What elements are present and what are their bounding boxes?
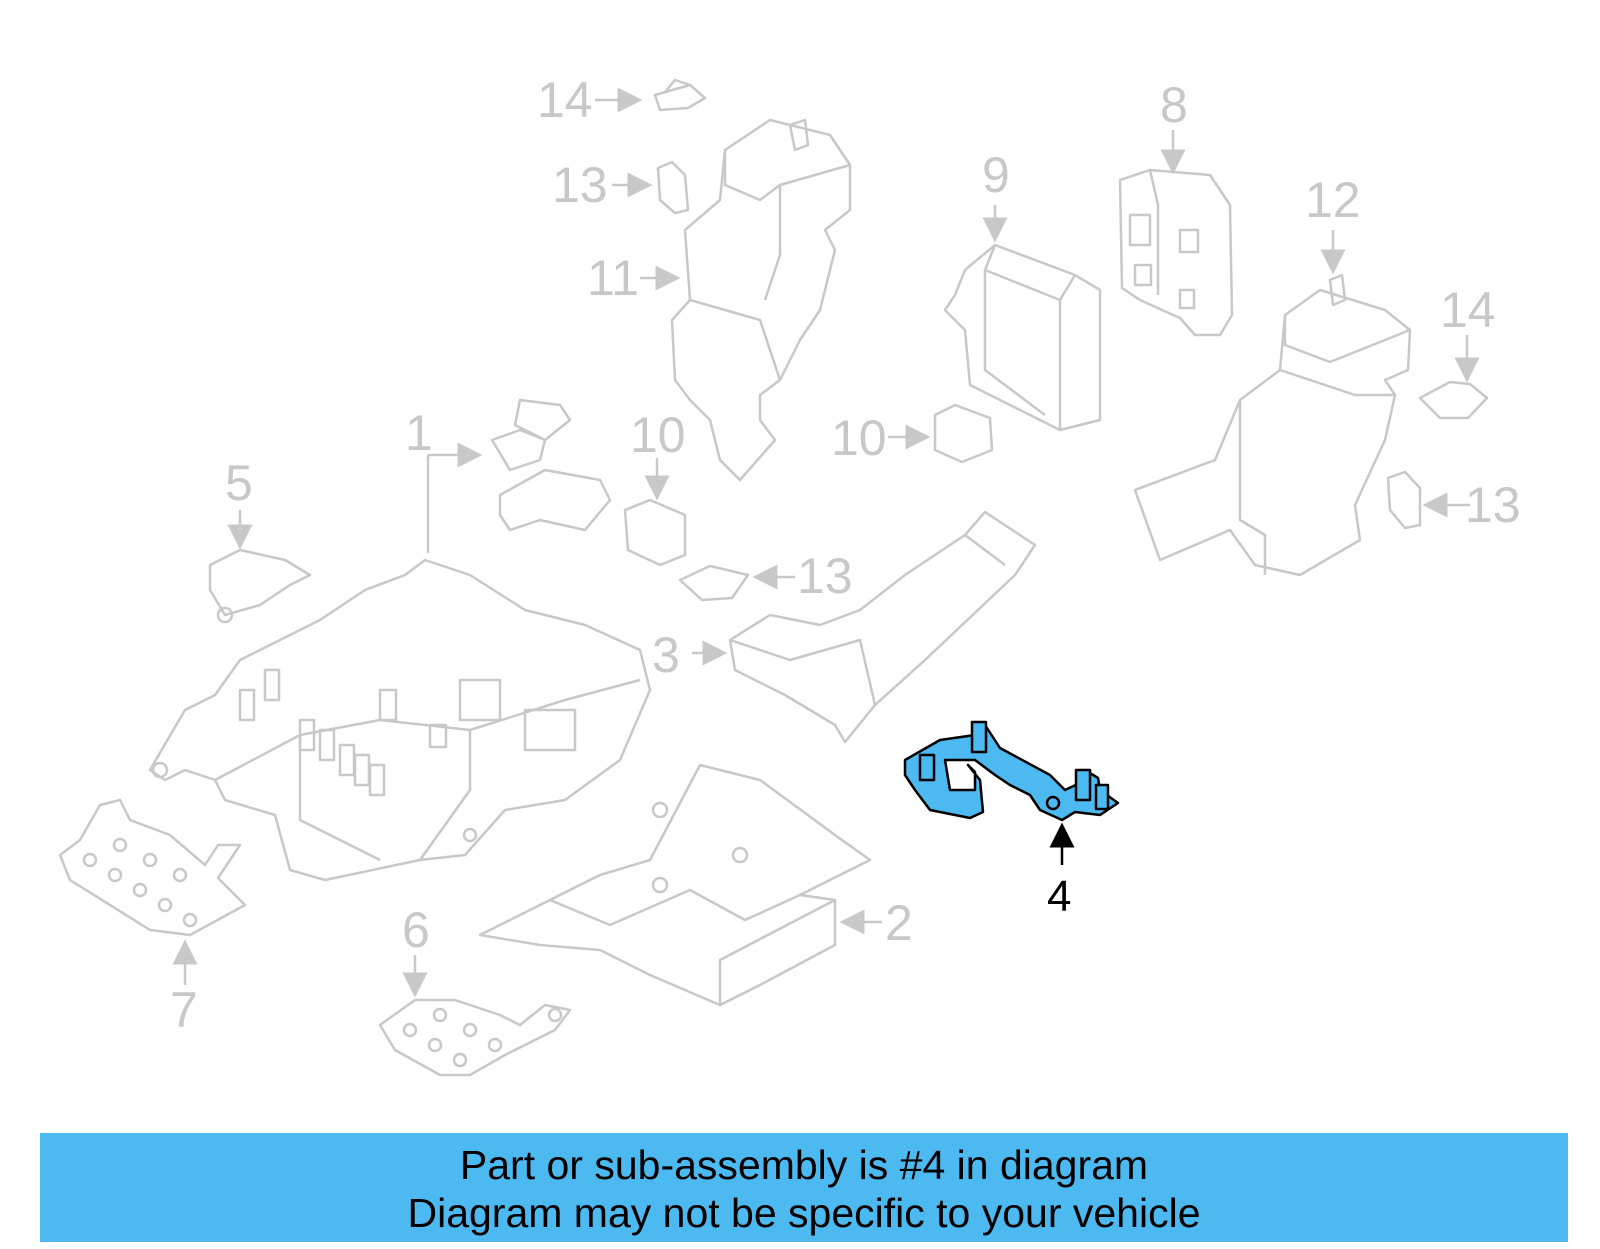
part-8-module — [1118, 130, 1234, 337]
part-13-center — [678, 564, 795, 602]
callout-4: 4 — [1047, 872, 1072, 921]
part-10-relay-right — [888, 403, 994, 464]
callout-2: 2 — [885, 895, 913, 951]
callout-10-center: 10 — [630, 407, 686, 463]
part-14-right — [1418, 335, 1489, 420]
caption-line-1: Part or sub-assembly is #4 in diagram — [459, 1142, 1149, 1188]
callout-13-right: 13 — [1465, 477, 1521, 533]
caption-banner: Part or sub-assembly is #4 in diagram Di… — [40, 1133, 1568, 1242]
callout-3: 3 — [652, 627, 680, 683]
callout-14-right: 14 — [1440, 282, 1496, 338]
callout-14-top: 14 — [537, 72, 593, 128]
callout-12: 12 — [1305, 172, 1361, 228]
part-12-fuse-box — [1133, 230, 1412, 577]
callout-6: 6 — [402, 902, 430, 958]
part-9-ecu — [943, 205, 1102, 432]
part-3-cover — [692, 510, 1037, 744]
callout-5: 5 — [225, 455, 253, 511]
part-4-bracket-highlighted — [903, 720, 1120, 865]
part-1-main-base — [148, 558, 652, 882]
part-11-fuse-box — [640, 118, 852, 482]
part-13-top — [612, 160, 690, 215]
callout-13-center: 13 — [797, 548, 853, 604]
part-2-tray — [478, 763, 882, 1007]
part-10-relay-center — [623, 458, 687, 567]
callout-1: 1 — [405, 405, 433, 461]
part-6-plate — [378, 955, 572, 1077]
part-13-right — [1386, 470, 1470, 530]
part-5-bracket — [208, 510, 312, 624]
callout-10-right: 10 — [831, 410, 887, 466]
part-14-top — [595, 78, 707, 113]
part-7-plate — [58, 798, 247, 985]
callout-9: 9 — [982, 147, 1010, 203]
part-1-sensor — [426, 398, 612, 553]
callout-11: 11 — [587, 250, 639, 306]
caption-line-2: Diagram may not be specific to your vehi… — [407, 1190, 1201, 1236]
callout-8: 8 — [1160, 77, 1188, 133]
callout-7: 7 — [170, 982, 198, 1038]
parts-diagram — [58, 78, 1489, 1077]
callout-13-top: 13 — [552, 157, 608, 213]
